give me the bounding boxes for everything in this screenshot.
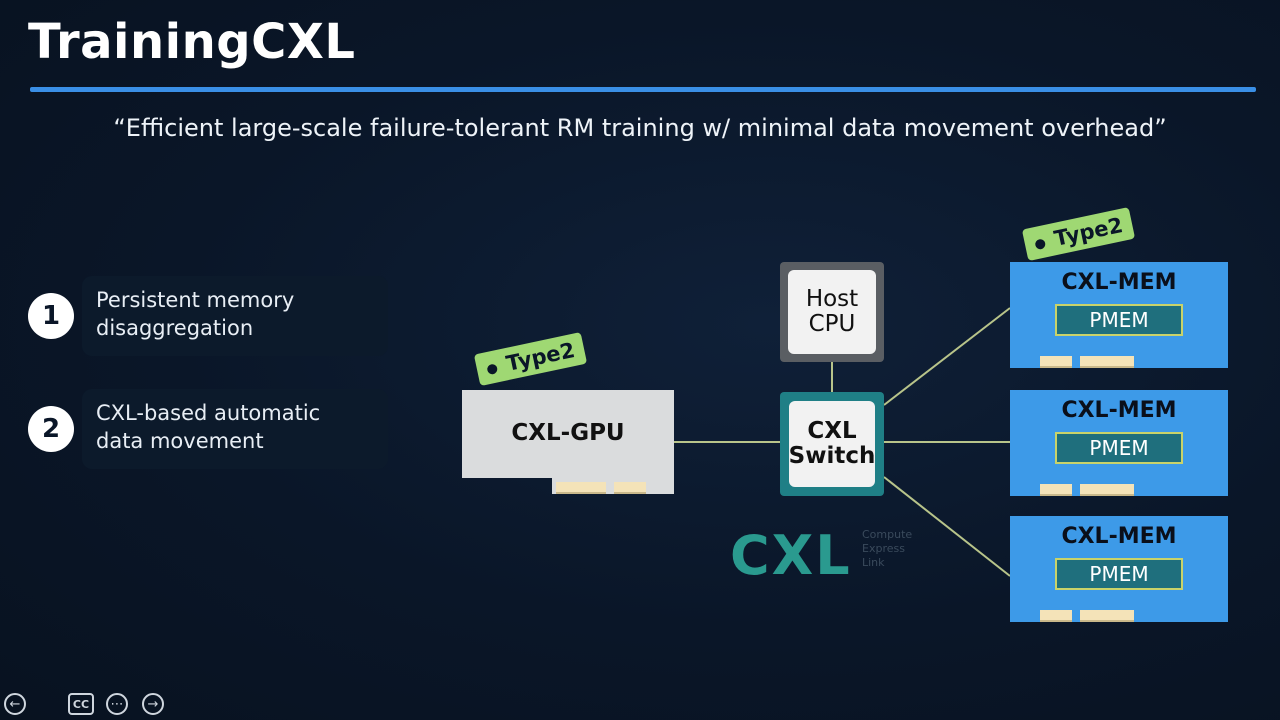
mem-label: CXL-MEM	[1061, 524, 1177, 549]
cxl-switch-die: CXL Switch	[789, 401, 875, 487]
list-item-1: 1 Persistent memory disaggregation	[28, 276, 388, 356]
gpu-label: CXL-GPU	[511, 420, 625, 446]
number-badge-2: 2	[28, 406, 74, 452]
gpu-pin-connector	[614, 482, 646, 494]
slide-title: TrainingCXL	[28, 14, 356, 70]
list-item-line: Persistent memory	[96, 288, 295, 312]
mem-pin-connector	[1080, 356, 1134, 368]
mem-pin-connector	[1080, 610, 1134, 622]
switch-mem1-link	[883, 307, 1011, 406]
host-cpu-label: Host	[805, 286, 859, 312]
cxl-logo-text: CXL	[730, 524, 852, 587]
captions-button[interactable]: CC	[68, 693, 94, 715]
logo-sub-line: Compute	[862, 528, 913, 541]
cxl-logo-subtitle: Compute Express Link	[862, 528, 912, 570]
cxl-gpu-card: CXL-GPU	[462, 390, 674, 478]
pmem-module: PMEM	[1055, 432, 1183, 464]
tag-hole-icon	[486, 363, 499, 376]
cxl-logo: CXL	[730, 524, 852, 587]
list-item-line: CXL-based automatic	[96, 401, 321, 425]
logo-sub-line: Link	[862, 556, 885, 569]
host-cpu-label: CPU	[808, 311, 856, 337]
host-cpu-die: Host CPU	[788, 270, 876, 354]
host-cpu-chip: Host CPU	[780, 262, 884, 362]
forward-arrow-icon[interactable]: →	[142, 693, 164, 715]
mem-pin-connector	[1040, 610, 1072, 622]
mem-label: CXL-MEM	[1061, 270, 1177, 295]
cxl-mem-card-2: CXL-MEM PMEM	[1010, 390, 1228, 482]
mem-pin-connector	[1040, 484, 1072, 496]
list-item-text: Persistent memory disaggregation	[96, 286, 386, 342]
switch-label: Switch	[788, 443, 876, 469]
switch-mem3-link	[883, 476, 1011, 577]
cxl-mem-card-1: CXL-MEM PMEM	[1010, 262, 1228, 354]
slide-subtitle: “Efficient large-scale failure-tolerant …	[113, 114, 1167, 142]
mem-label: CXL-MEM	[1061, 398, 1177, 423]
switch-label: CXL	[807, 418, 857, 444]
pmem-module: PMEM	[1055, 558, 1183, 590]
logo-sub-line: Express	[862, 542, 905, 555]
list-item-box	[82, 276, 388, 356]
list-item-2: 2 CXL-based automatic data movement	[28, 389, 388, 469]
title-underline	[30, 87, 1256, 92]
pmem-module: PMEM	[1055, 304, 1183, 336]
gpu-pin-connector	[556, 482, 606, 494]
number-badge-1: 1	[28, 293, 74, 339]
mem-pin-connector	[1040, 356, 1072, 368]
list-item-box	[82, 389, 388, 469]
list-item-line: data movement	[96, 429, 264, 453]
more-icon[interactable]: ⋯	[106, 693, 128, 715]
tag-hole-icon	[1034, 238, 1047, 251]
back-arrow-icon[interactable]: ←	[4, 693, 26, 715]
cxl-mem-card-3: CXL-MEM PMEM	[1010, 516, 1228, 608]
list-item-text: CXL-based automatic data movement	[96, 399, 386, 455]
cxl-switch-chip: CXL Switch	[780, 392, 884, 496]
mem-pin-connector	[1080, 484, 1134, 496]
list-item-line: disaggregation	[96, 316, 254, 340]
